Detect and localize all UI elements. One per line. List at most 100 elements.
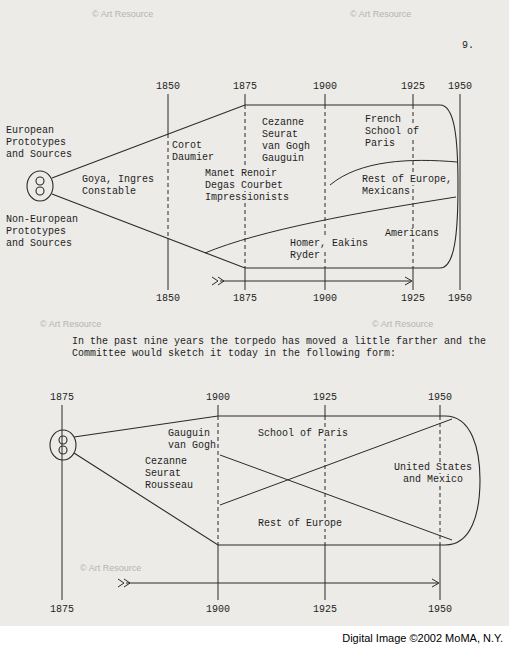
torpedo-1941: European Prototypes and SourcesGoya, Ing… xyxy=(0,95,470,275)
year-label: 1875 xyxy=(50,604,74,615)
year-line xyxy=(440,545,441,600)
label-box: 1925 xyxy=(310,392,340,404)
watermark: © Art Resource xyxy=(372,319,433,329)
year-label: 1850 xyxy=(156,81,180,92)
label-box: © Art Resource xyxy=(92,8,192,20)
label-box: 1850 xyxy=(153,81,183,93)
stream-label: Cezanne Seurat van Gogh Gauguin xyxy=(262,117,310,164)
label-box: © Art Resource xyxy=(350,8,450,20)
paper-ground xyxy=(0,0,509,626)
year-line xyxy=(168,238,169,290)
arrow-head xyxy=(432,579,439,587)
stream-label: Manet Renoir Degas Courbet Impressionist… xyxy=(205,168,289,203)
stream-label-box: Americans xyxy=(385,228,445,240)
stream-label-box: French School of Paris xyxy=(365,114,425,150)
stream-label: Rest of Europe, Mexicans xyxy=(362,174,452,197)
stream-label: European Prototypes and Sources xyxy=(6,125,72,160)
year-label: 1950 xyxy=(428,392,452,403)
stream-label-box: Rest of Europe, Mexicans xyxy=(362,174,454,198)
label-box: In the past nine years the torpedo has m… xyxy=(72,336,487,360)
year-line xyxy=(62,405,63,600)
arrow-shaft xyxy=(126,583,438,584)
year-label: 1875 xyxy=(233,293,257,304)
stream-label: United States and Mexico xyxy=(394,462,472,485)
year-label: 1925 xyxy=(313,604,337,615)
year-label: 1925 xyxy=(401,81,425,92)
year-label: 1950 xyxy=(448,81,472,92)
label-box: 1875 xyxy=(47,392,77,404)
torpedo-shape xyxy=(50,416,480,545)
year-line xyxy=(168,94,169,134)
year-line xyxy=(218,545,219,600)
stream-label: Non-European Prototypes and Sources xyxy=(6,214,78,249)
year-line xyxy=(460,94,461,290)
year-label: 1900 xyxy=(206,604,230,615)
year-label: 1850 xyxy=(156,293,180,304)
timeline-drawing xyxy=(0,0,509,626)
time-arrows xyxy=(118,277,439,587)
label-box: 1950 xyxy=(445,293,475,305)
stream-label-box: Cezanne Seurat Rousseau xyxy=(145,456,195,492)
label-box: 1925 xyxy=(398,81,428,93)
year-line xyxy=(325,545,326,600)
year-line xyxy=(325,268,326,290)
stream-label-box: European Prototypes and Sources xyxy=(6,125,74,161)
label-box: 1950 xyxy=(425,392,455,404)
stream-label-box: Gauguin van Gogh xyxy=(168,428,218,452)
label-box: 1875 xyxy=(47,604,77,616)
stream-label-box: Homer, Eakins Ryder xyxy=(290,238,370,262)
label-box: 1925 xyxy=(398,293,428,305)
stream-label-box: Goya, Ingres Constable xyxy=(82,174,156,198)
arrow-head xyxy=(405,277,412,285)
year-line xyxy=(440,405,441,416)
label-box: 9. xyxy=(462,40,492,52)
watermark: © Art Resource xyxy=(350,9,411,19)
stream-label: Corot Daumier xyxy=(172,140,214,163)
stream-label-box: Rest of Europe xyxy=(258,518,350,530)
year-label: 1900 xyxy=(206,392,230,403)
watermark: © Art Resource xyxy=(40,319,101,329)
year-label: 1875 xyxy=(50,392,74,403)
year-line xyxy=(245,268,246,290)
label-box: 1900 xyxy=(310,81,340,93)
outline-group xyxy=(27,105,458,268)
label-box: 1875 xyxy=(230,293,260,305)
stream-label: Gauguin van Gogh xyxy=(168,428,216,451)
page-number: 9. xyxy=(462,40,474,51)
year-label: 1875 xyxy=(233,81,257,92)
caption-box: Digital Image ©2002 MoMA, N.Y. xyxy=(342,631,503,645)
outline-group xyxy=(50,416,480,545)
torpedo-1950: Gauguin van GoghCezanne Seurat Rousseau S… xyxy=(0,405,490,555)
year-label: 1900 xyxy=(313,293,337,304)
label-box: © Art Resource xyxy=(40,318,140,330)
stream-label: Homer, Eakins Ryder xyxy=(290,238,368,261)
stream-label: School of Paris xyxy=(258,428,348,439)
label-box: 1925 xyxy=(310,604,340,616)
label-box: 1850 xyxy=(153,293,183,305)
stream-label: Cezanne Seurat Rousseau xyxy=(145,456,193,491)
stream-label-box: School of Paris xyxy=(258,428,350,440)
stream-label-box: Cezanne Seurat van Gogh Gauguin xyxy=(262,117,312,165)
label-box: 1900 xyxy=(203,392,233,404)
stream-label-box: Corot Daumier xyxy=(172,140,218,164)
watermark: © Art Resource xyxy=(92,9,153,19)
year-line xyxy=(325,405,326,416)
label-box: 1900 xyxy=(310,293,340,305)
year-label: 1950 xyxy=(428,604,452,615)
stream-label-box: Manet Renoir Degas Courbet Impressionist… xyxy=(205,168,293,204)
stream-label: Americans xyxy=(385,228,439,239)
year-line-dashed xyxy=(218,416,219,545)
year-label: 1950 xyxy=(448,293,472,304)
caption: Digital Image ©2002 MoMA, N.Y. xyxy=(342,632,503,644)
arrow-shaft xyxy=(220,281,411,282)
year-line xyxy=(413,94,414,105)
year-label: 1925 xyxy=(401,293,425,304)
watermark: © Art Resource xyxy=(80,563,141,573)
label-box: 1875 xyxy=(230,81,260,93)
stream-label-box: Non-European Prototypes and Sources xyxy=(6,214,82,250)
note-text: In the past nine years the torpedo has m… xyxy=(72,336,486,359)
year-line xyxy=(218,405,219,416)
label-box: © Art Resource xyxy=(80,562,180,574)
torpedo-shape xyxy=(27,105,458,268)
